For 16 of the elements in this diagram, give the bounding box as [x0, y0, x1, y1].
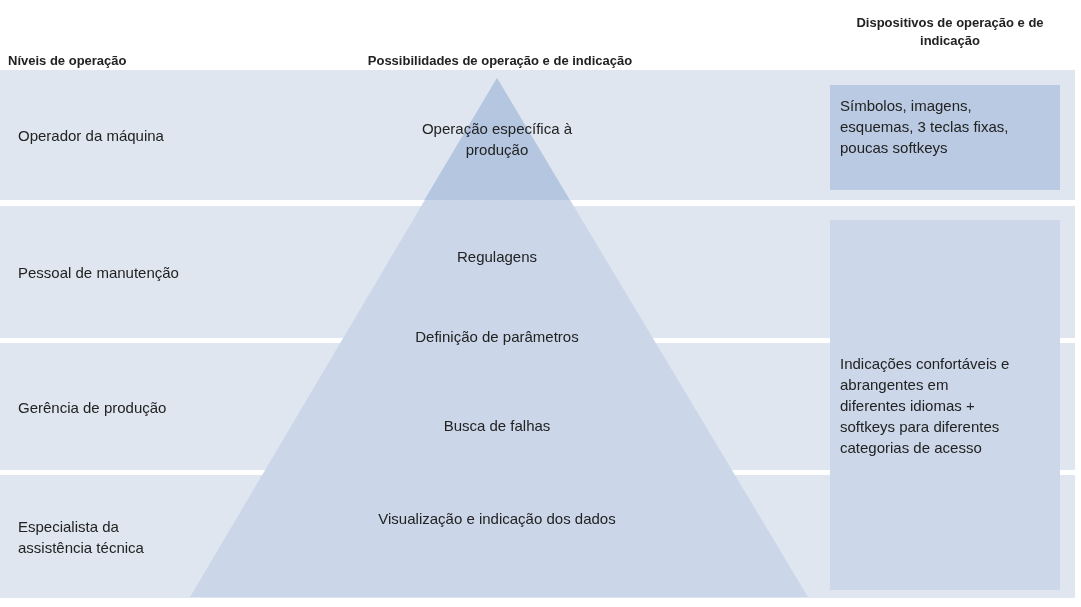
column-heading: Níveis de operação — [8, 52, 128, 70]
info-panel — [830, 220, 1060, 590]
panel-text: Símbolos, imagens, esquemas, 3 teclas fixas, poucas softkeys — [840, 96, 1010, 158]
level-label: Pessoal de manutenção — [18, 262, 180, 283]
pyramid-level-text: Operação específica à produção — [420, 119, 574, 160]
pyramid-level-text: Definição de parâmetros — [414, 327, 580, 347]
level-label: Operador da máquina — [18, 125, 165, 146]
level-label: Especialista da assistência técnica — [18, 516, 145, 558]
pyramid-level-text: Regulagens — [455, 247, 539, 267]
panel-text: Indicações confortáveis e abrangentes em diferentes idiomas + softkeys para diferentes categorias de acesso — [840, 353, 1011, 458]
pyramid-level-text: Busca de falhas — [442, 416, 552, 436]
pyramid-level-text: Visualização e indicação dos dados — [377, 509, 617, 529]
level-label: Gerência de produção — [18, 397, 168, 417]
info-panel — [830, 85, 1060, 190]
column-heading: Dispositivos de operação e de indicação — [855, 14, 1045, 50]
column-heading: Possibilidades de operação e de indicação — [366, 52, 634, 70]
